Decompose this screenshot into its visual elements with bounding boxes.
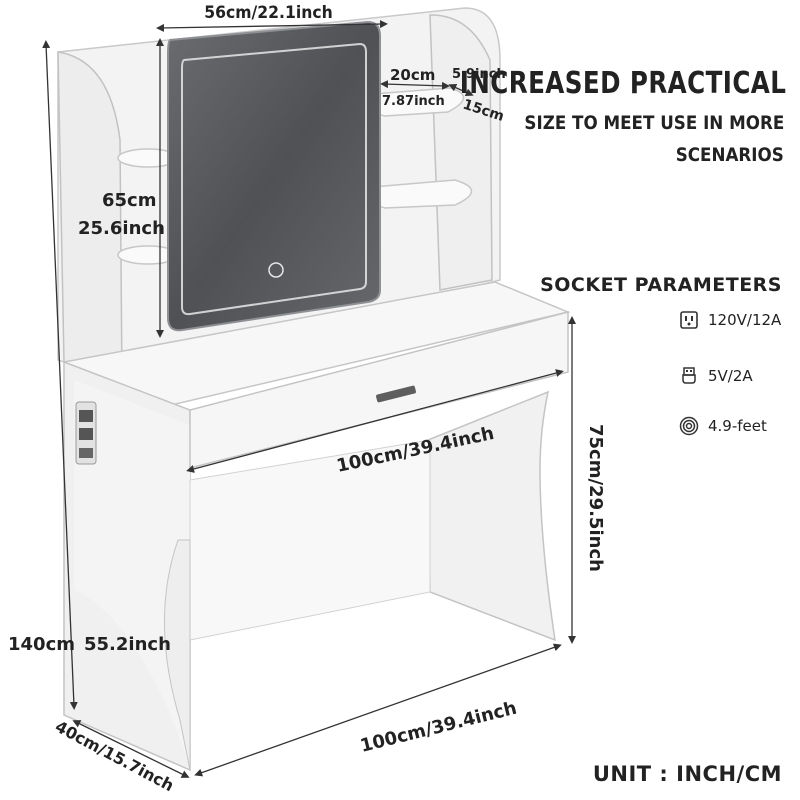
total-height-inch-label: 55.2inch [84,634,171,655]
cord-coil-icon [678,415,700,437]
outlet-icon [678,309,700,331]
mirror-width-label: 56cm/22.1inch [204,2,332,22]
base-width-label: 100cm/39.4inch [358,698,519,757]
subline-2: SCENARIOS [675,144,784,166]
socket-parameters-title: SOCKET PARAMETERS [540,274,782,296]
shelf-depth-inch-label: 7.87inch [382,94,445,109]
headline: INCREASED PRACTICAL [459,66,786,101]
socket-param-cord: 4.9-feet [678,414,767,438]
subline-1: SIZE TO MEET USE IN MORE [524,112,784,134]
mirror-height-cm-label: 65cm [102,190,156,211]
led-mirror [167,20,381,332]
socket-param-label: 4.9-feet [708,417,767,435]
socket-strip [75,401,97,465]
socket-param-label: 120V/12A [708,311,782,329]
hutch-right-panel [429,14,493,291]
socket-param-usb: 5V/2A [678,364,753,388]
table-height-label: 75cm/29.5inch [585,424,606,572]
usb-icon [678,365,700,387]
total-height-cm-label: 140cm [8,634,75,655]
dimension-lines [42,20,576,778]
shelf-width-inch-label: 5.9inch [452,67,506,82]
mirror-height-inch-label: 25.6inch [78,218,165,239]
touch-button-icon [268,262,284,278]
unit-label: UNIT : INCH/CM [592,762,782,786]
socket-param-outlet: 120V/12A [678,308,781,332]
socket-param-label: 5V/2A [708,367,753,385]
shelf-depth-cm-label: 20cm [390,66,435,84]
